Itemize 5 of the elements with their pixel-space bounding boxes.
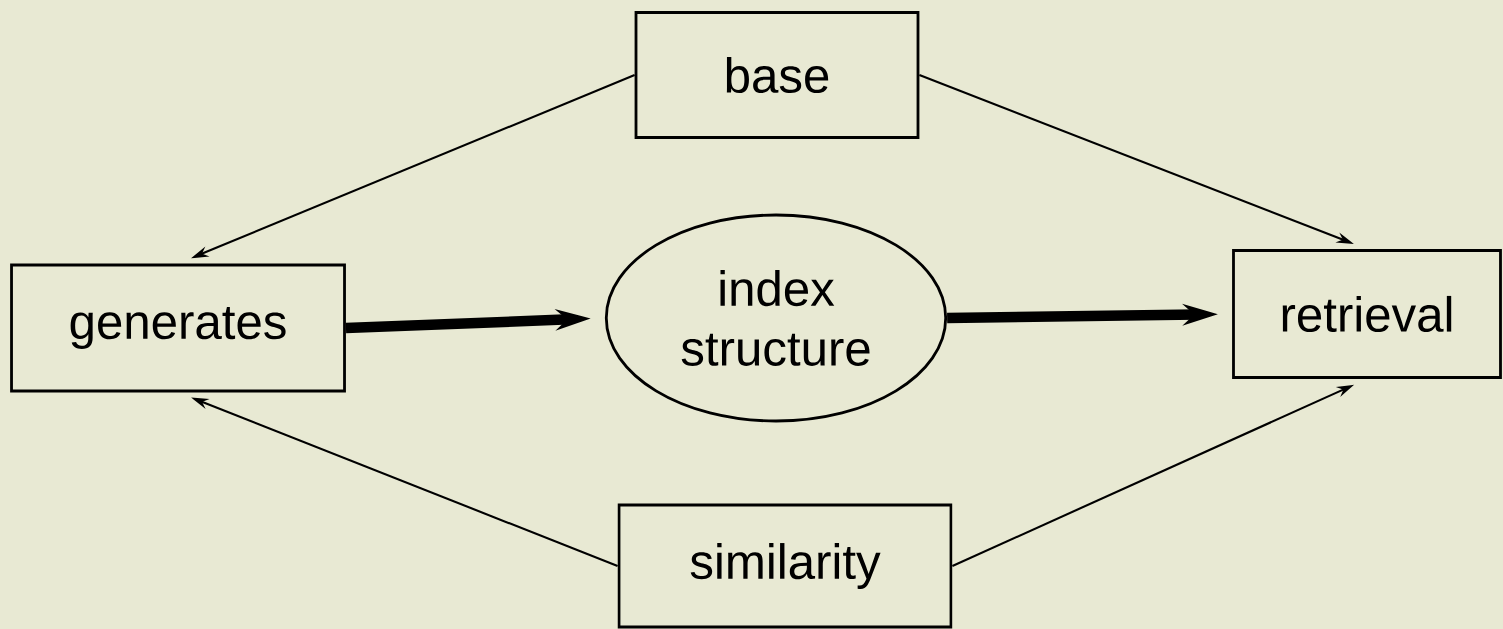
ellipse-node: index structure [604, 213, 948, 423]
process-box: retrieval [1232, 249, 1502, 379]
process-box: generates [10, 263, 346, 393]
process-box: base [634, 11, 920, 139]
process-box: similarity [617, 503, 953, 629]
